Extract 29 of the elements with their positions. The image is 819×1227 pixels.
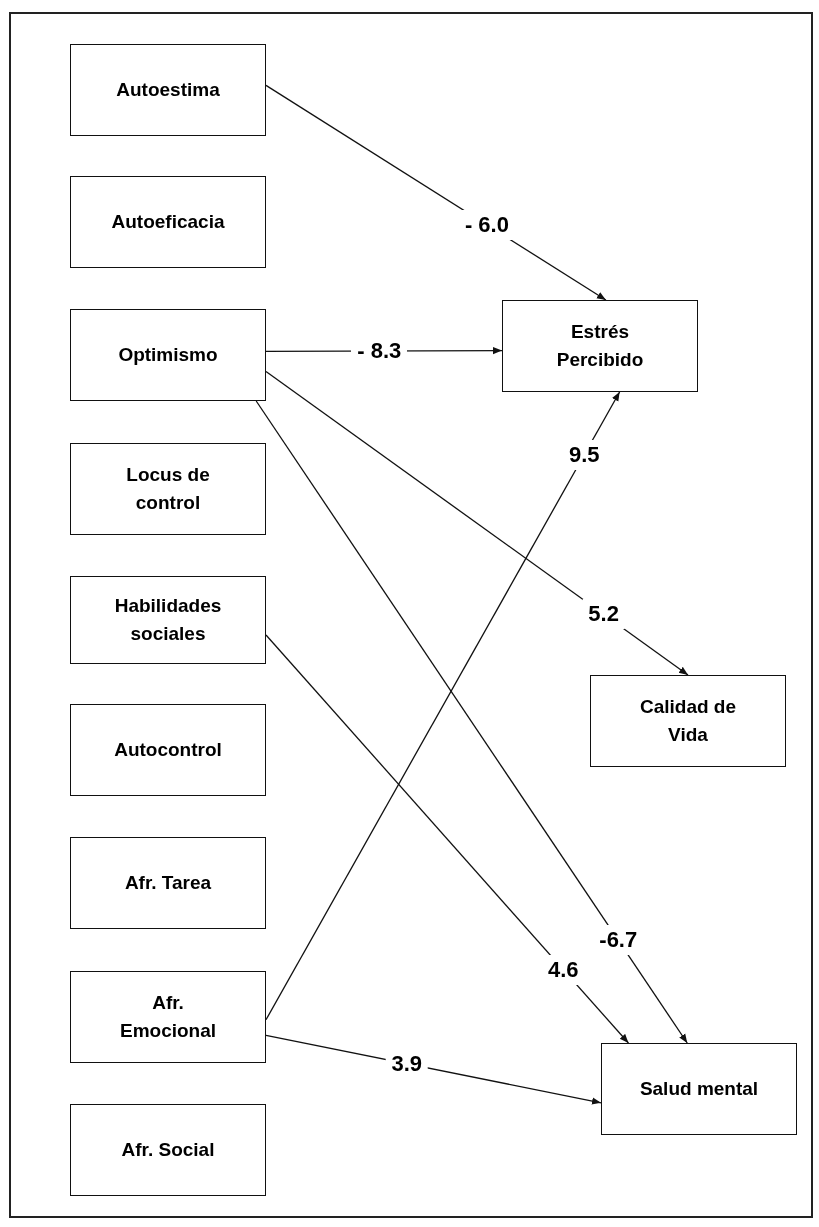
variable-box (601, 1043, 797, 1135)
edge-label: 5.2 (582, 599, 625, 630)
variable-label: Locus de control (125, 463, 211, 515)
variable-box (502, 300, 698, 392)
arrow (265, 391, 621, 1021)
variable-label: Salud mental (639, 1077, 759, 1102)
variable-label: Habilidades sociales (113, 594, 223, 646)
variable-label: Autoeficacia (111, 210, 225, 235)
variable-label: Optimismo (118, 343, 218, 368)
variable-box (70, 176, 266, 268)
variable-box (70, 576, 266, 664)
variable-label: Afr. Tarea (124, 871, 212, 896)
variable-box (70, 1104, 266, 1196)
variable-box (70, 309, 266, 401)
variable-label: Estrés Percibido (555, 320, 645, 372)
variable-box (590, 675, 786, 767)
variable-label: Afr. Emocional (118, 991, 218, 1043)
variable-box (70, 971, 266, 1063)
variable-box (70, 704, 266, 796)
variable-box (70, 44, 266, 136)
arrow (265, 634, 630, 1044)
variable-label: Autoestima (116, 78, 220, 103)
arrow (265, 370, 689, 676)
variable-box (70, 837, 266, 929)
variable-label: Afr. Social (121, 1138, 215, 1163)
variable-label: Autocontrol (114, 738, 222, 763)
variable-label: Calidad de Vida (638, 695, 738, 747)
variable-box (70, 443, 266, 535)
arrow (255, 400, 688, 1044)
